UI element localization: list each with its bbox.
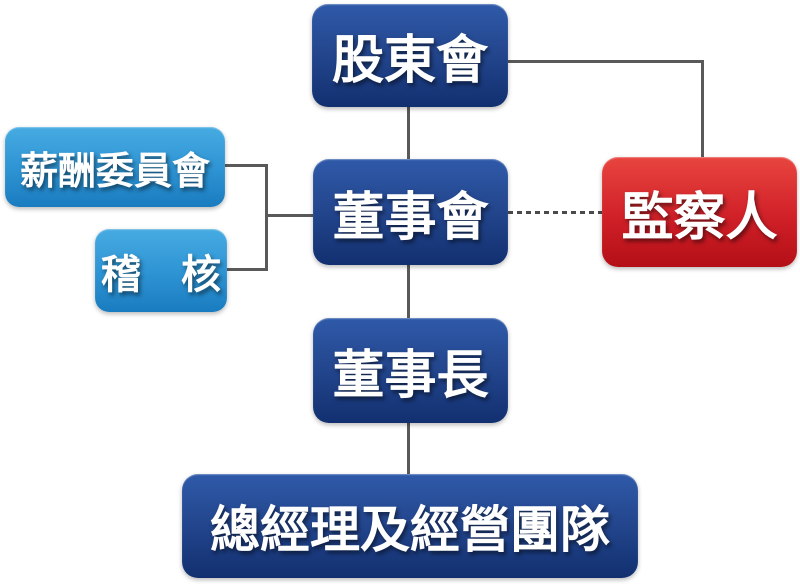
node-supervisor: 監察人 xyxy=(602,157,797,267)
connector-audit-bracket xyxy=(227,268,268,271)
connector-shareholders-supervisor-vertical xyxy=(701,60,704,157)
node-audit: 稽 核 xyxy=(95,229,227,312)
node-chairman: 董事長 xyxy=(313,318,508,423)
node-gm-and-management-team: 總經理及經營團隊 xyxy=(182,474,638,578)
connector-bracket-board xyxy=(268,214,313,217)
connector-chairman-gm xyxy=(407,423,410,474)
connector-board-supervisor-dotted xyxy=(508,211,602,214)
node-shareholders-meeting: 股東會 xyxy=(312,4,508,107)
connector-shareholders-supervisor-horizontal xyxy=(508,60,704,63)
connector-compensation-bracket xyxy=(225,164,268,167)
node-compensation-committee: 薪酬委員會 xyxy=(5,127,225,207)
connector-shareholders-board xyxy=(407,107,410,159)
connector-board-chairman xyxy=(407,265,410,318)
connector-left-bracket-vertical xyxy=(265,164,268,271)
node-board-of-directors: 董事會 xyxy=(313,159,508,265)
